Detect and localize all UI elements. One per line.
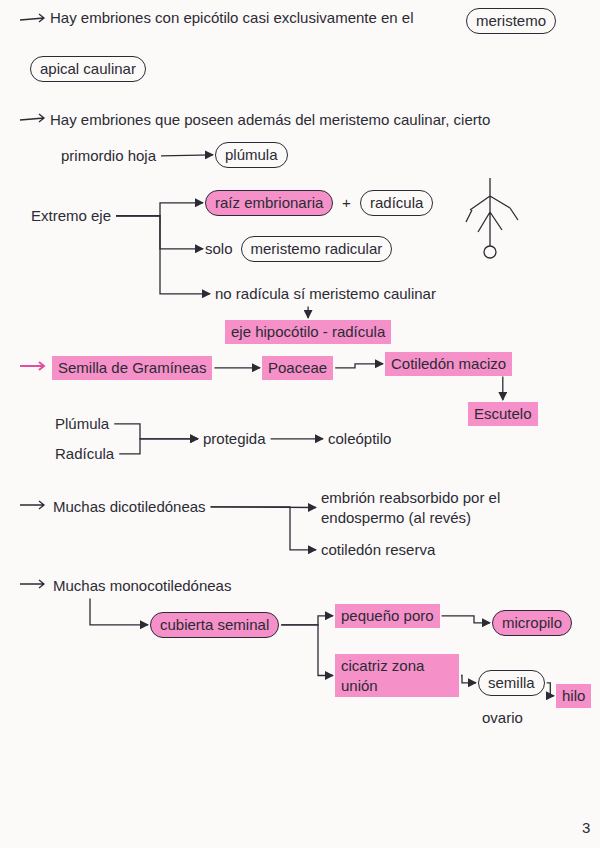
node-text: plúmula bbox=[225, 145, 278, 165]
arrow-connector bbox=[119, 439, 198, 454]
node-text: semilla bbox=[488, 673, 535, 693]
node-text: eje hipocótilo - radícula bbox=[231, 322, 385, 342]
arrow-connector bbox=[271, 438, 323, 439]
circled-term: semilla bbox=[478, 670, 545, 696]
node-text: embrión reabsorbido por el endospermo (a… bbox=[321, 488, 576, 527]
arrow-connector bbox=[161, 155, 213, 156]
node-text: Semilla de Gramíneas bbox=[58, 358, 206, 378]
arrow-connector bbox=[214, 367, 260, 368]
highlight-box: eje hipocótilo - radícula bbox=[225, 320, 391, 344]
highlight-box: pequeño poro bbox=[335, 604, 440, 628]
highlight-box: Escutelo bbox=[468, 402, 538, 426]
note-text: embrión reabsorbido por el endospermo (a… bbox=[318, 486, 579, 529]
node-text: cotiledón reserva bbox=[321, 540, 435, 560]
node-text: meristemo radicular bbox=[241, 236, 393, 262]
note-text: Extremo eje bbox=[28, 204, 114, 228]
highlight-box: cubierta seminal bbox=[150, 612, 279, 638]
arrow-connector bbox=[335, 364, 383, 368]
node-text: Escutelo bbox=[474, 404, 532, 424]
highlight-box: micropilo bbox=[492, 610, 572, 636]
circled-term: apical caulinar bbox=[30, 56, 146, 82]
bullet-arrow bbox=[20, 14, 44, 22]
circled-term: plúmula bbox=[215, 142, 288, 168]
node-text: meristemo bbox=[476, 11, 546, 31]
node-text: protegida bbox=[203, 429, 266, 449]
highlight-box: Cotiledón macizo bbox=[385, 352, 512, 376]
highlight-box: Poaceae bbox=[262, 356, 333, 380]
note-text: cotiledón reserva bbox=[318, 538, 438, 562]
node-text: hilo bbox=[562, 686, 585, 706]
note-text: Muchas monocotiledóneas bbox=[50, 574, 234, 598]
arrow-connector bbox=[547, 683, 554, 696]
arrow-connector bbox=[116, 203, 203, 216]
note-text: no radícula sí meristemo caulinar bbox=[212, 282, 439, 306]
arrow-connector bbox=[116, 216, 210, 294]
node-text: cicatriz zona unión bbox=[341, 656, 453, 695]
node-text: coleóptilo bbox=[328, 429, 391, 449]
node-text: Muchas monocotiledóneas bbox=[53, 576, 231, 596]
highlight-box: Semilla de Gramíneas bbox=[52, 356, 212, 380]
circled-term: radícula bbox=[360, 190, 433, 216]
node-text: pequeño poro bbox=[341, 606, 434, 626]
node-text: Muchas dicotiledóneas bbox=[53, 497, 206, 517]
arrow-connector bbox=[114, 424, 198, 439]
node-text: primordio hoja bbox=[61, 146, 156, 166]
node-text: Plúmula bbox=[55, 414, 109, 434]
highlight-box: raíz embrionaria bbox=[205, 190, 333, 216]
note-text: solo meristemo radicular bbox=[205, 236, 392, 262]
node-text: apical caulinar bbox=[40, 59, 136, 79]
note-text: ovario bbox=[482, 708, 523, 728]
highlight-box: hilo bbox=[556, 684, 591, 708]
bullet-arrow bbox=[20, 114, 44, 122]
bullet-arrow bbox=[20, 362, 44, 370]
node-text: radícula bbox=[370, 193, 423, 213]
arrow-connector bbox=[281, 616, 333, 625]
bullet-arrow bbox=[20, 580, 44, 588]
node-text: Extremo eje bbox=[31, 206, 111, 226]
highlight-box: cicatriz zona unión bbox=[335, 654, 459, 697]
arrow-connector bbox=[281, 625, 333, 676]
circled-term: meristemo bbox=[466, 8, 556, 34]
node-text: no radícula sí meristemo caulinar bbox=[215, 284, 436, 304]
note-text: Hay embriones que poseen además del meri… bbox=[50, 110, 490, 130]
arrow-connector bbox=[90, 599, 148, 625]
root-sketch bbox=[484, 246, 496, 258]
note-text: Plúmula bbox=[52, 412, 112, 436]
node-text: Poaceae bbox=[268, 358, 327, 378]
node-text: micropilo bbox=[502, 613, 562, 633]
arrow-connector bbox=[211, 507, 316, 550]
note-text: protegida bbox=[200, 427, 269, 451]
node-text: solo bbox=[205, 237, 233, 261]
bullet-arrow bbox=[20, 501, 44, 509]
arrow-connector bbox=[461, 676, 476, 683]
note-text: Radícula bbox=[52, 442, 117, 466]
note-text: primordio hoja bbox=[58, 144, 159, 168]
node-text: raíz embrionaria bbox=[215, 193, 323, 213]
arrow-connector bbox=[442, 616, 490, 623]
note-text: Muchas dicotiledóneas bbox=[50, 495, 209, 519]
node-text: Cotiledón macizo bbox=[391, 354, 506, 374]
root-sketch bbox=[466, 178, 518, 246]
note-text: + bbox=[342, 193, 351, 213]
arrow-connector bbox=[502, 377, 503, 401]
note-text: Hay embriones con epicótilo casi exclusi… bbox=[50, 8, 414, 28]
note-text: coleóptilo bbox=[325, 427, 394, 451]
page-number: 3 bbox=[582, 818, 590, 838]
node-text: Radícula bbox=[55, 444, 114, 464]
arrow-connector bbox=[307, 307, 308, 319]
node-text: cubierta seminal bbox=[160, 615, 269, 635]
